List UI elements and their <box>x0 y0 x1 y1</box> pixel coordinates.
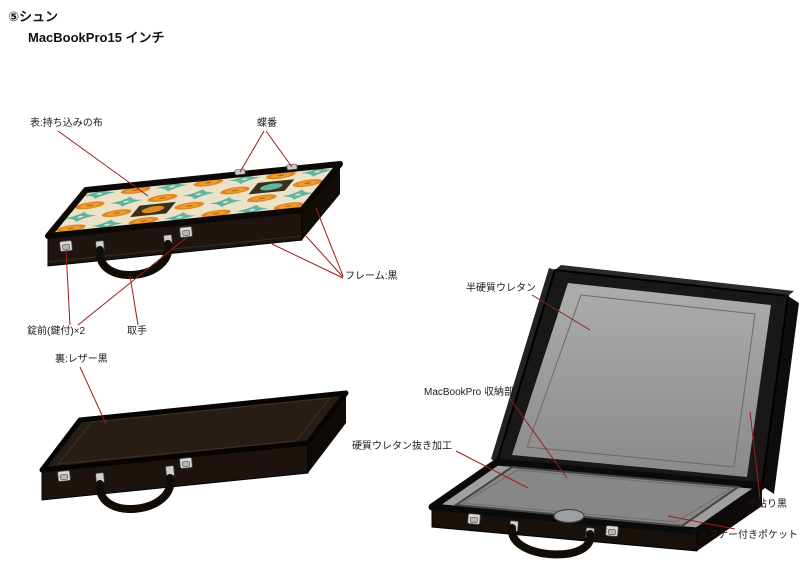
finger-notch <box>553 508 585 524</box>
leader-frame-2 <box>305 235 344 278</box>
case-right-side-face <box>308 393 346 473</box>
lid-panel-trim-line <box>526 294 756 468</box>
case-handle <box>95 240 173 279</box>
leader-storage <box>509 398 568 479</box>
closed-case-bottom-view <box>39 390 349 513</box>
leader-cloth-black <box>749 411 761 499</box>
leader-lines <box>57 130 761 530</box>
lock-latch-right <box>179 457 193 469</box>
lock-latch-right <box>179 226 193 238</box>
leader-back <box>79 366 107 425</box>
base-right-side-face <box>697 486 762 551</box>
lock-latch-right <box>605 525 619 537</box>
leader-fabric <box>57 130 149 197</box>
label-back-leather: 裏:レザー黒 <box>55 354 108 365</box>
leader-frame-3 <box>271 243 344 279</box>
label-cloth-black: 布貼り黒 <box>747 499 787 510</box>
leader-zip-pocket <box>667 515 736 530</box>
leader-urethane-cut <box>455 450 529 489</box>
label-locks: 錠前(鍵付)×2 <box>27 326 86 337</box>
lid-right-shell <box>762 296 799 494</box>
label-zip-pocket: ファスナー付きポケット <box>688 530 798 541</box>
lid-left-edge <box>491 268 555 462</box>
label-frame-black: フレーム:黒 <box>345 271 398 282</box>
label-fabric-top: 表:持ち込みの布 <box>30 118 103 129</box>
leather-panel-seam <box>56 397 332 465</box>
label-macbook-storage: MacBookPro 収納部 <box>424 387 515 398</box>
page-title: ⑤シュン <box>8 9 59 24</box>
lock-latch-left <box>57 470 71 482</box>
case-right-side-face <box>302 164 340 240</box>
lock-latch-left <box>59 240 73 252</box>
leader-handle <box>129 275 139 326</box>
label-handle: 取手 <box>127 326 147 337</box>
closed-case-top-view <box>45 161 343 279</box>
case-handle <box>508 524 595 559</box>
leader-locks-1 <box>65 249 71 326</box>
case-handle <box>95 474 175 513</box>
lid-top-edge <box>555 265 794 296</box>
leader-hinge-2 <box>265 130 293 168</box>
leader-locks-2 <box>77 237 187 326</box>
label-rigid-urethane-cutout: 硬質ウレタン抜き加工 <box>352 441 452 452</box>
case-front-stitch-line <box>47 235 303 263</box>
leader-urethane-semi <box>531 294 591 331</box>
macbook-recess <box>453 465 741 528</box>
lid-urethane-panel <box>512 283 771 477</box>
lock-latch-left <box>467 513 481 525</box>
leader-hinge-1 <box>239 130 265 173</box>
label-hinge: 蝶番 <box>257 118 277 129</box>
fabric-dark-accents <box>130 179 295 218</box>
page-subtitle: MacBookPro15 インチ <box>28 30 165 45</box>
open-case-view <box>428 265 799 559</box>
recess-inner-line <box>461 469 732 523</box>
case-fabric-top-face <box>45 161 343 239</box>
leader-frame-1 <box>315 207 344 277</box>
label-semi-rigid-urethane: 半硬質ウレタン <box>466 283 536 294</box>
case-leather-face <box>39 390 349 473</box>
